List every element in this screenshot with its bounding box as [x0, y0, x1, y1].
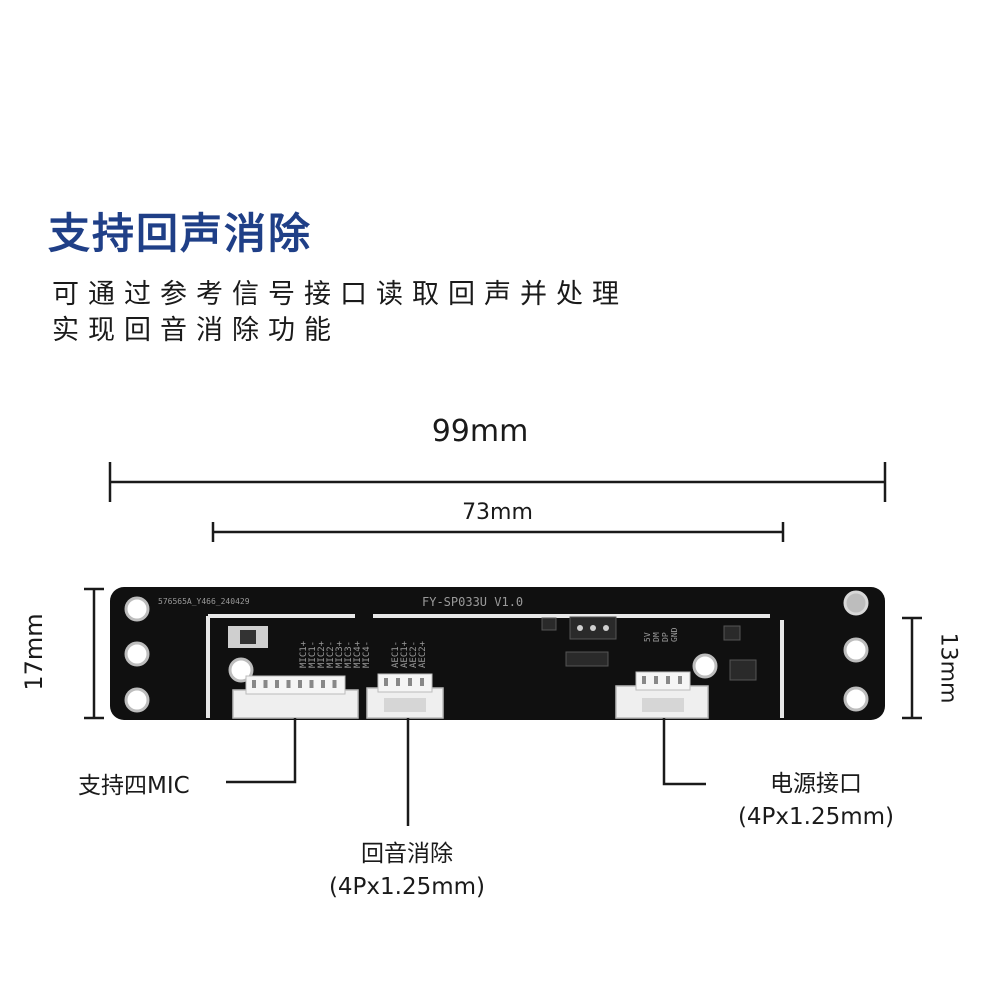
callout-power-label: 电源接口: [770, 771, 862, 797]
connector-pin: [332, 680, 337, 688]
mic-pin-label: MIC1+: [299, 640, 309, 668]
pcb-slots: [206, 614, 784, 718]
description-line-1: 可通过参考信号接口读取回声并处理: [52, 279, 628, 310]
aec-pin-label: AEC1+: [400, 640, 410, 668]
connector-pin: [408, 678, 412, 686]
mic-pin-label: MIC3-: [344, 641, 354, 668]
connector-pin: [309, 680, 314, 688]
component-pins: [577, 625, 609, 631]
mic-pin-label: MIC4+: [353, 640, 363, 668]
aec-pin-labels: AEC1-AEC1+AEC2-AEC2+: [391, 640, 428, 668]
callout-aec-spec: (4Px1.25mm): [328, 874, 486, 900]
mic-pin-label: MIC4-: [362, 641, 372, 668]
power-connector: [615, 671, 709, 719]
callout-aec-label: 回音消除: [361, 841, 453, 867]
connector-pin: [252, 680, 256, 688]
mounting-holes: [124, 590, 869, 713]
connector-pin: [642, 676, 646, 684]
connector-pin: [666, 676, 670, 684]
power-pin-label: 5V: [643, 632, 652, 642]
callout-power-spec: (4Px1.25mm): [737, 804, 895, 830]
board-model: FY-SP033U V1.0: [422, 595, 523, 609]
aec-pin-label: AEC2+: [418, 640, 428, 668]
connector-pin: [384, 678, 388, 686]
mic-pin-label: MIC2-: [326, 641, 336, 668]
callout-mic: 支持四MIC: [78, 773, 190, 799]
pcb-components: [541, 616, 757, 681]
page-title: 支持回声消除: [48, 209, 313, 258]
connector-pin: [321, 680, 325, 688]
connector-pin: [678, 676, 682, 684]
aec-pin-label: AEC2-: [409, 641, 419, 668]
callout-lines: [226, 718, 706, 826]
connector-pin: [298, 680, 302, 688]
dimension-hole-spacing: 73mm: [462, 500, 533, 525]
mic-connector: [232, 675, 359, 719]
dimension-total-width: 99mm: [431, 414, 529, 449]
connector-pin: [396, 678, 400, 686]
description-line-2: 实现回音消除功能: [52, 315, 340, 346]
mic-pin-label: MIC2+: [317, 640, 327, 668]
mic-pin-label: MIC3+: [335, 640, 345, 668]
connector-pin: [654, 676, 658, 684]
board-code: 576565A_Y466_240429: [158, 597, 250, 606]
power-pin-label: DM: [652, 632, 661, 642]
connector-pin: [263, 680, 268, 688]
callout-aec: 回音消除 (4Px1.25mm): [300, 838, 514, 904]
callout-power: 电源接口 (4Px1.25mm): [718, 768, 914, 834]
aec-connector: [366, 673, 444, 719]
mic-pin-label: MIC1-: [308, 641, 318, 668]
mic-pin-labels: MIC1+MIC1-MIC2+MIC2-MIC3+MIC3-MIC4+MIC4-: [299, 640, 372, 668]
connector-pin: [275, 680, 279, 688]
aec-pin-label: AEC1-: [391, 641, 401, 668]
connector-pin: [286, 680, 291, 688]
connector-pins: [252, 676, 682, 688]
power-pin-label: GND: [670, 627, 679, 642]
dimension-lines: [84, 462, 922, 720]
power-pin-label: DP: [661, 632, 670, 642]
connector-pin: [420, 678, 424, 686]
push-button: [228, 626, 268, 648]
